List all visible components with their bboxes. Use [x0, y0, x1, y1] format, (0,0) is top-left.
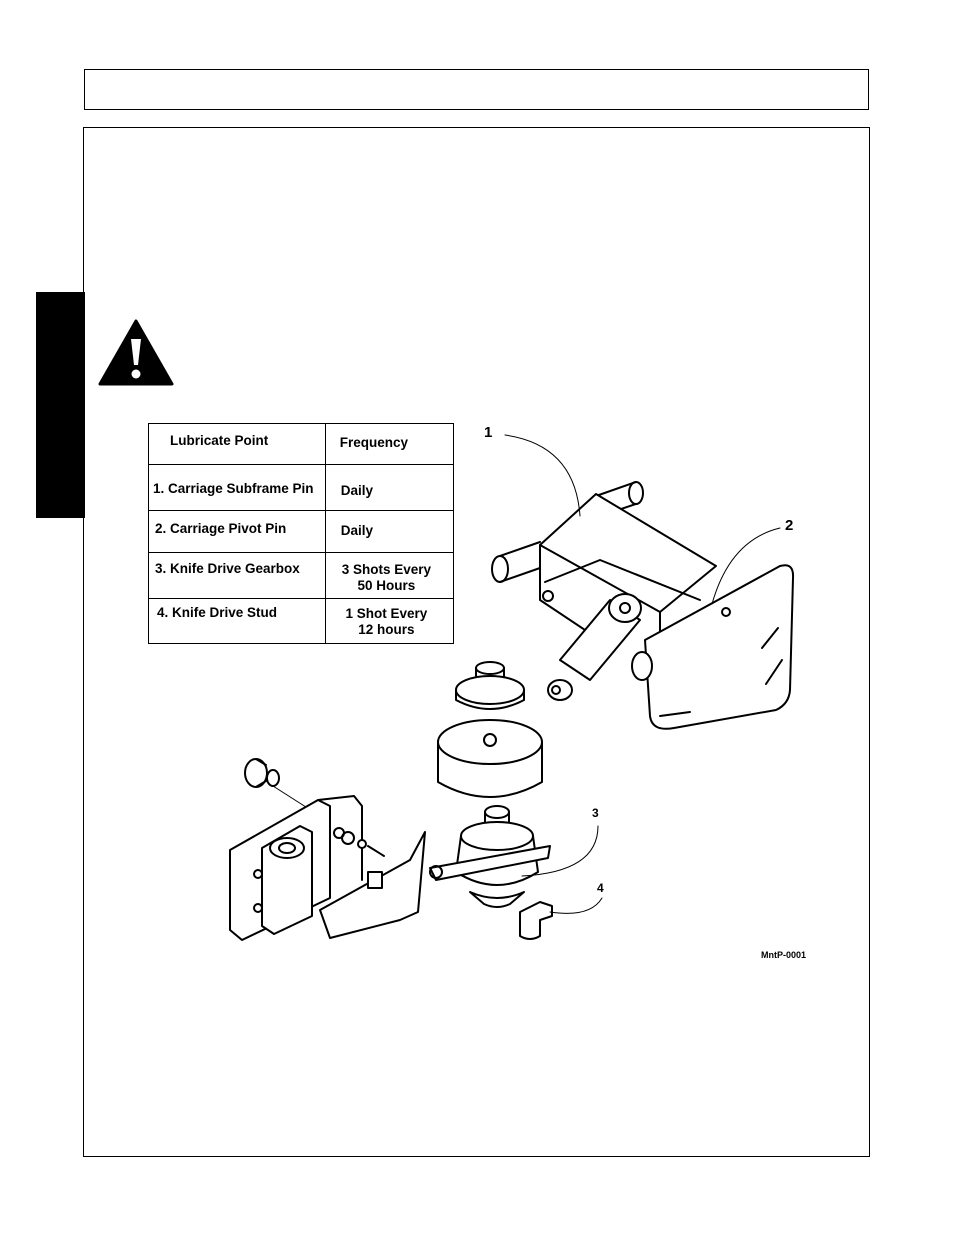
- row-frequency: 3 Shots Every 50 Hours: [341, 562, 432, 593]
- header-box: [84, 69, 869, 110]
- callout-4: 4: [597, 881, 604, 895]
- row-frequency: 1 Shot Every 12 hours: [345, 606, 428, 637]
- table-header-row: Lubricate Point Frequency: [148, 423, 455, 465]
- row-point: 2. Carriage Pivot Pin: [155, 521, 287, 536]
- figure-id: MntP-0001: [761, 950, 806, 960]
- content-box: [83, 127, 870, 1157]
- section-side-tab: [36, 292, 85, 518]
- lubrication-table: Lubricate Point Frequency 1. Carriage Su…: [148, 423, 455, 644]
- callout-3: 3: [592, 806, 599, 820]
- row-point: 1. Carriage Subframe Pin: [153, 481, 314, 496]
- callout-1: 1: [484, 424, 492, 441]
- table-row: 1. Carriage Subframe Pin Daily: [148, 464, 455, 511]
- row-point: 4. Knife Drive Stud: [157, 605, 278, 620]
- header-frequency: Frequency: [339, 435, 409, 450]
- warning-triangle-icon: [98, 319, 174, 386]
- table-row: 2. Carriage Pivot Pin Daily: [148, 510, 455, 553]
- lubrication-points-diagram: 1 2 3 4 MntP-0001: [229, 424, 806, 960]
- callout-2: 2: [785, 517, 793, 534]
- row-frequency: Daily: [340, 483, 374, 498]
- table-row: 4. Knife Drive Stud 1 Shot Every 12 hour…: [148, 598, 455, 644]
- table-row: 3. Knife Drive Gearbox 3 Shots Every 50 …: [148, 552, 455, 599]
- row-frequency: Daily: [340, 523, 374, 538]
- header-lubricate-point: Lubricate Point: [170, 433, 269, 448]
- row-point: 3. Knife Drive Gearbox: [155, 561, 300, 576]
